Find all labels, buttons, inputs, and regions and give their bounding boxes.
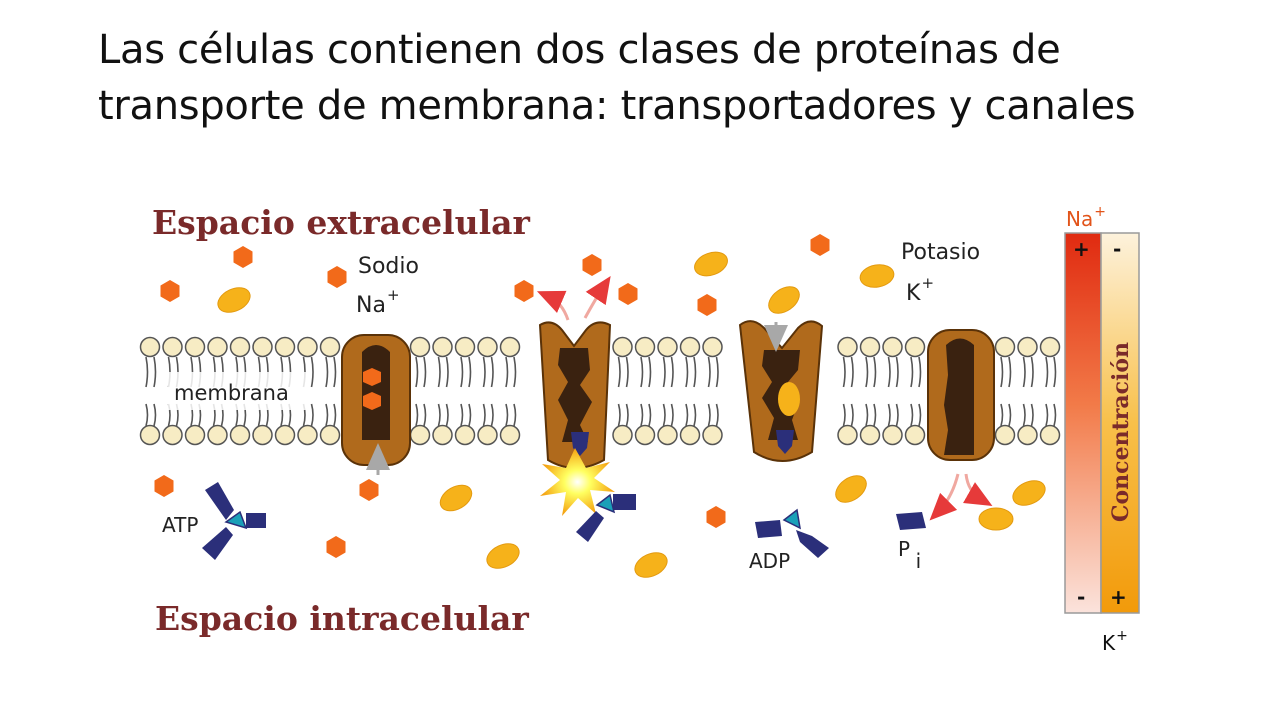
potassium-ion (1012, 480, 1046, 506)
lipid-molecule (679, 336, 701, 446)
pump-protein-open-outside (538, 321, 612, 469)
sodium-ion-in-channel (363, 392, 381, 410)
sodium-channel-protein (341, 334, 411, 466)
potassium-ion (217, 287, 251, 313)
lipid-bilayer (139, 336, 1061, 446)
sodium-ion (514, 280, 534, 302)
atp-label: ATP (162, 513, 198, 537)
lipid-molecule (634, 336, 656, 446)
potassium-ion (978, 507, 1014, 531)
sodium-ion (233, 246, 253, 268)
potassium-ion (486, 543, 520, 569)
intracellular-label: Espacio intracelular (155, 599, 529, 638)
potassium-symbol: K+ (906, 274, 934, 306)
adp-label: ADP (749, 549, 790, 573)
potassium-ion-in-pump (778, 382, 800, 416)
lipid-molecule (904, 336, 926, 446)
lipid-molecule (882, 336, 903, 446)
lipid-molecule (702, 336, 723, 446)
phosphate-molecule (896, 512, 926, 530)
sodium-ion (706, 506, 726, 528)
potassium-gradient-bar (1100, 232, 1140, 614)
lipid-molecule (994, 336, 1016, 446)
sodium-exit-arrow-left (536, 290, 570, 321)
lipid-molecule (432, 336, 453, 446)
sodium-low-sign: - (1077, 585, 1085, 609)
potassium-ion (835, 475, 867, 503)
sodium-ion-in-channel (363, 368, 381, 386)
sodium-ion (697, 294, 717, 316)
potassium-ion (859, 264, 895, 288)
atp-molecule (202, 482, 266, 560)
lipid-molecule (184, 336, 206, 446)
concentration-label: Concentración (1108, 342, 1134, 522)
gradient-na-label: Na+ (1066, 204, 1106, 231)
sodium-ion (359, 479, 379, 501)
sodium-ion (160, 280, 180, 302)
sodium-ion (582, 254, 602, 276)
adp-molecule (755, 508, 829, 558)
pump-protein-open-inside (927, 329, 995, 461)
sodium-symbol: Na+ (356, 286, 400, 318)
sodium-ion (810, 234, 830, 256)
sodium-ion (326, 536, 346, 558)
sodium-ion (618, 283, 638, 305)
lipid-molecule (454, 336, 476, 446)
potassium-ion (634, 552, 668, 578)
potassium-label: Potasio (901, 240, 980, 265)
lipid-molecule (612, 336, 633, 446)
lipid-molecule (1039, 336, 1061, 446)
potassium-high-sign: + (1110, 585, 1127, 609)
sodium-high-sign: + (1073, 237, 1090, 261)
membrane-label: membrana (174, 381, 289, 405)
lipid-molecule (499, 336, 521, 446)
pump-protein-potassium (738, 320, 824, 462)
lipid-molecule (859, 336, 881, 446)
potassium-ion (768, 286, 800, 314)
sodium-ion (327, 266, 347, 288)
potassium-low-sign: - (1113, 237, 1121, 261)
slide-title: Las células contienen dos clases de prot… (98, 27, 1136, 129)
phosphorylated-molecule (576, 493, 636, 542)
phosphate-tab (776, 430, 794, 454)
membrane-label-backdrop (168, 372, 308, 410)
lipid-molecule (1017, 336, 1038, 446)
potassium-exit-arrow-left (929, 473, 960, 521)
lipid-molecule (252, 336, 273, 446)
extracellular-label: Espacio extracelular (152, 203, 531, 242)
atp-hydrolysis-flash (540, 448, 615, 516)
sodium-ion (154, 475, 174, 497)
lipid-molecule (319, 336, 341, 446)
lipid-molecule (657, 336, 678, 446)
lipid-molecule (409, 336, 431, 446)
lipid-molecule (139, 336, 161, 446)
lipid-molecule (477, 336, 498, 446)
gradient-k-label: K+ (1102, 628, 1128, 655)
sodium-gradient-bar (1064, 232, 1102, 614)
sodium-label: Sodio (358, 254, 419, 279)
potassium-ion (439, 484, 473, 512)
lipid-molecule (837, 336, 858, 446)
potassium-exit-arrow-right (963, 473, 993, 506)
potassium-ion (694, 251, 728, 277)
sodium-exit-arrow-right (583, 276, 611, 319)
